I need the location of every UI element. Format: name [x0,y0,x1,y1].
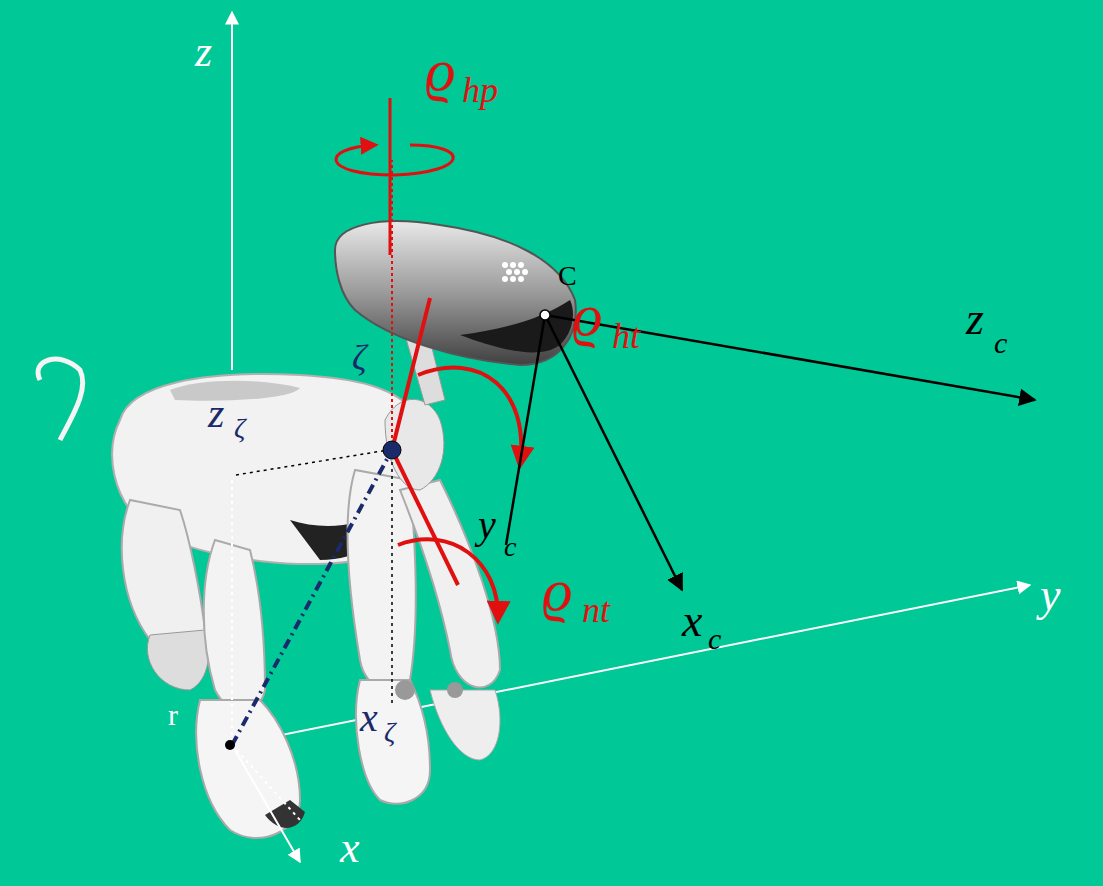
angle-subscript: ht [612,318,640,354]
angle-subscript: nt [582,592,610,628]
coordinate-label: z [208,392,224,434]
axis-label: x [682,598,702,644]
axis-label: y [478,505,496,545]
z-axis [231,12,233,370]
coordinate-subscript: ζ [234,414,245,442]
origin-label: r [168,700,178,730]
angle-symbol: ϱ [572,285,602,345]
joint-label: ζ [352,340,367,376]
axis-label: x [340,826,360,870]
axis-label: z [195,30,212,74]
axis-subscript: c [708,624,721,654]
axis-label: y [1040,572,1060,618]
angle-symbol: ϱ [425,40,455,100]
robot-body [38,221,576,838]
axis-subscript: c [994,328,1007,358]
angle-symbol: ϱ [542,560,572,620]
angle-subscript: hp [462,72,498,108]
coordinate-subscript: ζ [384,718,395,746]
frame-lines [225,98,1035,862]
axis-subscript: c [504,533,516,561]
axis-label: z [966,296,984,342]
coordinate-label: x [360,698,378,738]
